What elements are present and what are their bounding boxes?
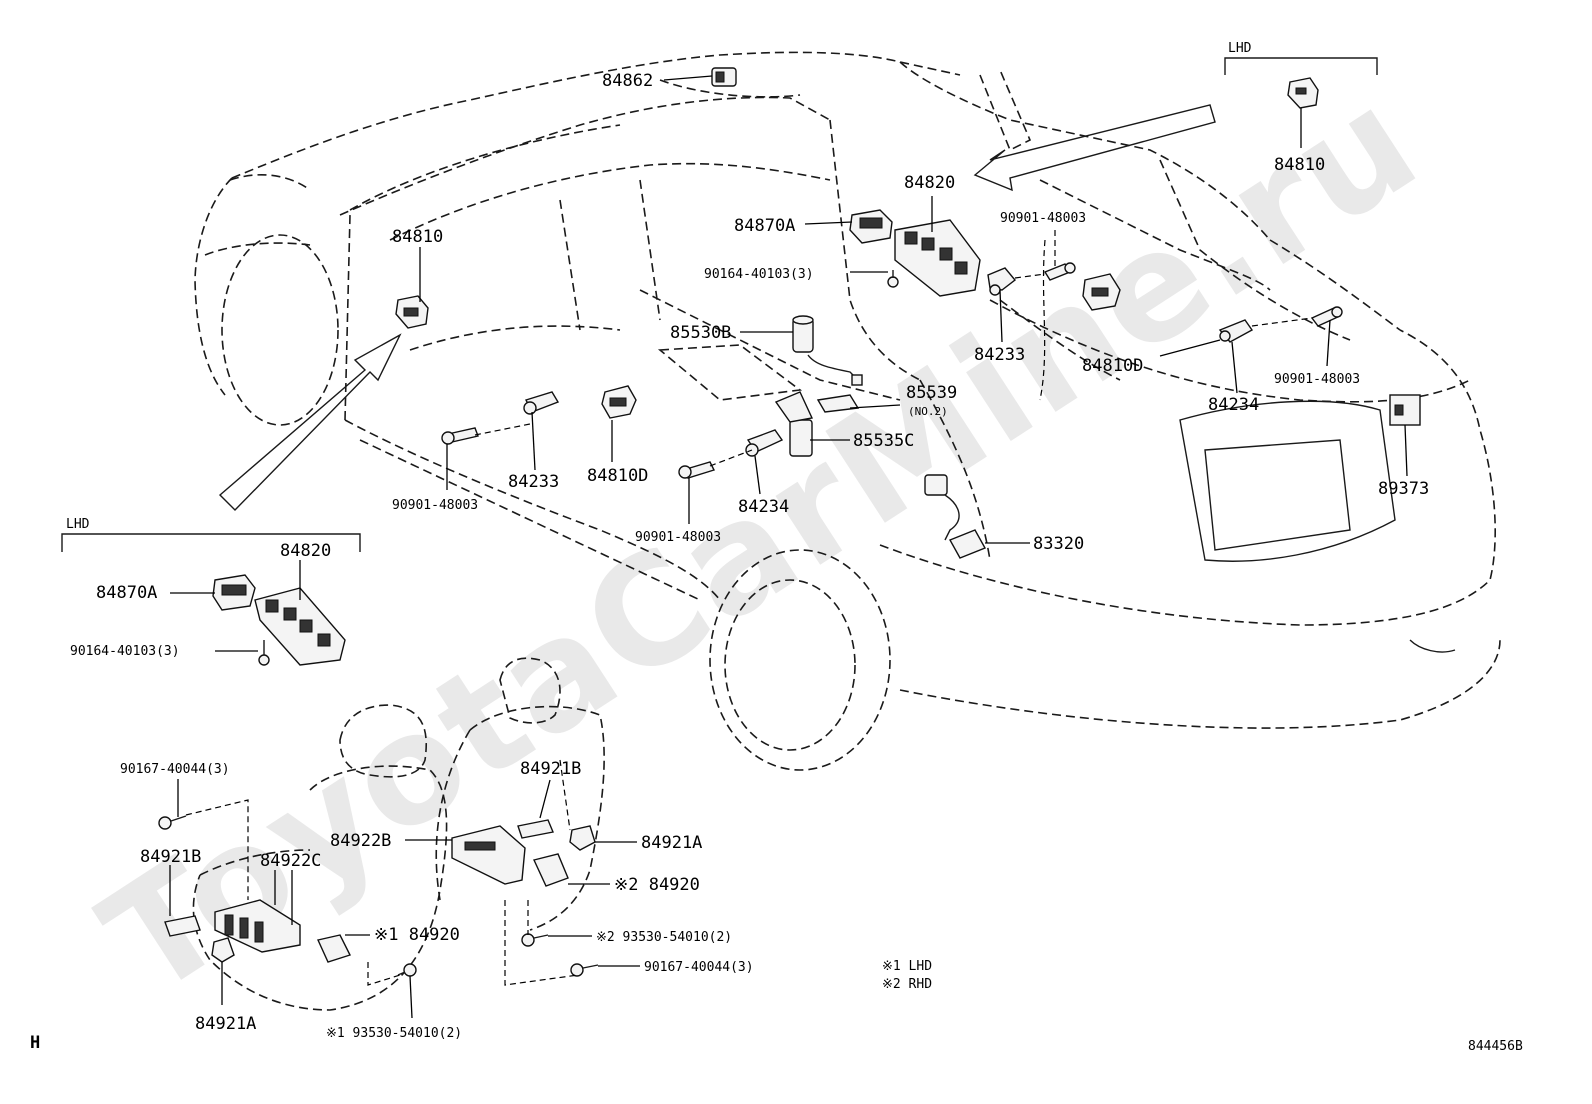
callout-84233-left: 84233	[508, 472, 559, 492]
section-letter: H	[30, 1033, 40, 1053]
part-84233-courtesy-switch-right	[987, 267, 1017, 296]
callout-84810D-right: 84810D	[1082, 356, 1143, 376]
callout-90167-40044-left: 90167-40044(3)	[120, 762, 230, 777]
view-arrow-rear	[973, 104, 1216, 192]
callout-85535C: 85535C	[853, 431, 914, 451]
part-bolt-90901-c	[441, 427, 479, 445]
group-label-lhd-left: LHD	[66, 517, 90, 532]
part-84234-courtesy-switch-right	[1218, 319, 1254, 343]
callout-84234-right: 84234	[1208, 395, 1259, 415]
callout-90164-40103-lhd: 90164-40103(3)	[70, 644, 180, 659]
part-screw-90164	[887, 270, 899, 288]
part-screw-90167-left	[158, 815, 187, 830]
part-screw-93530-lhd	[397, 963, 417, 977]
part-84922C-switch	[214, 899, 301, 953]
part-85530B-socket	[792, 315, 863, 386]
part-screw-90167-right	[570, 963, 599, 977]
callout-85539: 85539	[906, 383, 957, 403]
callout-83320: 83320	[1033, 534, 1084, 554]
note-lhd: ※1 LHD	[882, 959, 932, 974]
callout-84233-right: 84233	[974, 345, 1025, 365]
callout-90901-48003-c: 90901-48003	[392, 498, 478, 513]
callout-84810-left: 84810	[392, 227, 443, 247]
callout-84921B-left: 84921B	[140, 847, 201, 867]
callout-84870A-main: 84870A	[734, 216, 795, 236]
callout-84922C: 84922C	[260, 851, 321, 871]
part-84810-switch-top	[1287, 77, 1319, 109]
part-screw-93530-rhd	[521, 933, 549, 947]
callout-90164-40103-main: 90164-40103(3)	[704, 267, 814, 282]
callout-84870A-lhd: 84870A	[96, 583, 157, 603]
part-84920-rhd-bracket	[533, 853, 569, 887]
lhd-inset-bracket	[61, 533, 361, 552]
callout-90901-48003-d: 90901-48003	[635, 530, 721, 545]
part-85535C-socket	[774, 391, 814, 457]
part-84921A-right-knob	[569, 825, 596, 851]
note-rhd: ※2 RHD	[882, 977, 932, 992]
part-89373-sensor	[1389, 394, 1421, 426]
callout-labels: LHD LHD 84862 84810 84820 84870A 90901-4…	[30, 41, 1523, 1054]
part-bolt-90901-a	[1043, 262, 1076, 281]
car-body-outline	[194, 51, 1501, 771]
callout-85539-sub: (NO.2)	[908, 405, 948, 418]
part-bolt-90901-b	[1310, 306, 1343, 327]
callout-84922B: 84922B	[330, 831, 391, 851]
view-arrow-front	[218, 333, 402, 511]
callout-90901-48003-b: 90901-48003	[1274, 372, 1360, 387]
part-84810D-switch-right	[1082, 273, 1121, 311]
diagram-code: 844456B	[1468, 1039, 1523, 1054]
callout-84810D-left: 84810D	[587, 466, 648, 486]
callout-84810-top: 84810	[1274, 155, 1325, 175]
part-84820-master-switch	[894, 219, 981, 297]
part-84810-switch-left	[395, 295, 429, 329]
part-84921B-left-knob	[164, 915, 201, 937]
part-83320-switch	[924, 474, 986, 559]
callout-84921B-right: 84921B	[520, 759, 581, 779]
callout-84921A-left: 84921A	[195, 1014, 256, 1034]
lhd-top-bracket	[1224, 57, 1378, 75]
part-84921A-left-knob	[211, 937, 235, 963]
callout-84920-lhd: ※1 84920	[374, 925, 460, 945]
part-84810D-switch-left	[601, 385, 637, 419]
callout-84820-main: 84820	[904, 173, 955, 193]
part-84233-courtesy-switch-left	[523, 391, 560, 415]
seat-left	[192, 704, 448, 1011]
lhd-inset-switch	[212, 574, 346, 666]
part-84862-switch	[711, 67, 737, 87]
callout-84921A-right: 84921A	[641, 833, 702, 853]
part-84920-lhd-bracket	[317, 934, 351, 963]
callout-85530B: 85530B	[670, 323, 731, 343]
callout-93530-54010-rhd: ※2 93530-54010(2)	[596, 930, 732, 945]
group-label-lhd-top: LHD	[1228, 41, 1252, 56]
callout-90901-48003-a: 90901-48003	[1000, 211, 1086, 226]
callout-89373: 89373	[1378, 479, 1429, 499]
callout-93530-54010-lhd: ※1 93530-54010(2)	[326, 1026, 462, 1041]
part-84921B-right-knob	[517, 819, 554, 839]
part-bolt-90901-d	[678, 461, 715, 479]
callout-84820-lhd: 84820	[280, 541, 331, 561]
callout-84862: 84862	[602, 71, 653, 91]
callout-84920-rhd: ※2 84920	[614, 875, 700, 895]
callout-90167-40044-right: 90167-40044(3)	[644, 960, 754, 975]
part-84922B-switch	[451, 825, 526, 885]
seat-right	[435, 657, 605, 931]
part-84870A-switch	[849, 209, 893, 244]
leader-lines	[169, 75, 1408, 1019]
callout-84234-left: 84234	[738, 497, 789, 517]
